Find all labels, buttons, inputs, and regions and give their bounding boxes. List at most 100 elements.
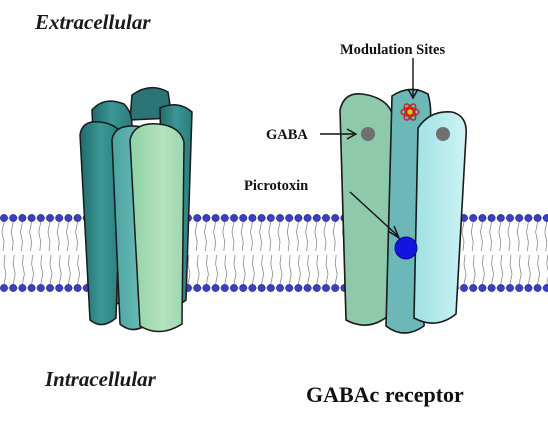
callout-arrows bbox=[320, 58, 419, 240]
lipid-head bbox=[27, 284, 36, 292]
lipid-head bbox=[331, 284, 340, 292]
lipid-head bbox=[478, 214, 487, 222]
lipid-head bbox=[230, 214, 238, 222]
left-subunit bbox=[339, 93, 395, 326]
lipid-head bbox=[9, 284, 18, 292]
lipid-tail bbox=[56, 221, 62, 285]
lipid-head bbox=[322, 214, 330, 222]
receptor-title: GABAc receptor bbox=[306, 382, 464, 407]
lipid-tail bbox=[516, 221, 522, 285]
lipid-head bbox=[506, 284, 514, 292]
lipid-head bbox=[469, 284, 478, 292]
lipid-tail bbox=[222, 221, 228, 285]
lipid-tail bbox=[213, 221, 219, 285]
lipid-head bbox=[257, 284, 266, 292]
lipid-head bbox=[276, 214, 284, 222]
lipid-head bbox=[303, 284, 312, 292]
lipid-head bbox=[276, 284, 284, 292]
lipid-head bbox=[496, 284, 505, 292]
right-subunit bbox=[413, 111, 468, 324]
picrotoxin-arrow bbox=[349, 191, 399, 237]
lipid-head bbox=[478, 284, 487, 292]
gaba-label: GABA bbox=[266, 127, 308, 143]
lipid-head bbox=[312, 214, 321, 222]
lipid-head bbox=[64, 284, 73, 292]
lipid-head bbox=[248, 214, 257, 222]
modulation-site-icon bbox=[400, 103, 420, 121]
lipid-bilayer bbox=[0, 214, 548, 292]
lipid-tails bbox=[1, 221, 548, 285]
lipid-head bbox=[73, 284, 82, 292]
lipid-head bbox=[36, 214, 45, 222]
lipid-head bbox=[487, 284, 496, 292]
lipid-tail bbox=[29, 221, 35, 285]
lipid-head bbox=[257, 214, 266, 222]
picrotoxin-arrowhead bbox=[387, 225, 401, 240]
lipid-tail bbox=[1, 221, 7, 285]
lipid-tail bbox=[314, 221, 320, 285]
closed-channel-receptor bbox=[79, 86, 193, 333]
lipid-head bbox=[9, 214, 18, 222]
lipid-head bbox=[193, 214, 202, 222]
lipid-head bbox=[36, 284, 45, 292]
lipid-head bbox=[220, 214, 229, 222]
lipid-tail bbox=[498, 221, 504, 285]
picrotoxin-blocker bbox=[394, 236, 418, 260]
lipid-head bbox=[533, 214, 542, 222]
lipid-head bbox=[285, 214, 294, 222]
lipid-tail bbox=[470, 221, 476, 285]
lipid-head bbox=[285, 284, 294, 292]
gaba-binding-site-right bbox=[436, 127, 450, 141]
lipid-tail bbox=[461, 221, 467, 285]
lipid-head bbox=[64, 214, 73, 222]
lipid-tail bbox=[240, 221, 246, 285]
lipid-tail bbox=[75, 221, 81, 285]
lipid-head bbox=[211, 214, 220, 222]
lipid-head bbox=[55, 214, 64, 222]
lipid-tail bbox=[305, 221, 311, 285]
lipid-head bbox=[0, 214, 8, 222]
lipid-tail bbox=[65, 221, 71, 285]
lipid-head bbox=[73, 214, 82, 222]
lipid-tail bbox=[10, 221, 16, 285]
lipid-head bbox=[18, 214, 27, 222]
lipid-head bbox=[331, 214, 340, 222]
extracellular-label: Extracellular bbox=[34, 10, 151, 34]
lipid-tail bbox=[194, 221, 200, 285]
modulation-arrowhead bbox=[407, 88, 419, 100]
lipid-head bbox=[230, 284, 238, 292]
lipid-head bbox=[202, 214, 211, 222]
lipid-head bbox=[469, 214, 478, 222]
lipid-head bbox=[248, 284, 257, 292]
lipid-head bbox=[202, 284, 211, 292]
modulation-sites-label: Modulation Sites bbox=[340, 42, 445, 58]
lipid-head bbox=[460, 284, 468, 292]
lipid-tail bbox=[323, 221, 329, 285]
lipid-head bbox=[266, 284, 275, 292]
lipid-tail bbox=[479, 221, 485, 285]
front-right-subunit bbox=[129, 123, 185, 333]
front-left-subunit bbox=[79, 121, 123, 326]
lipid-head bbox=[506, 214, 514, 222]
lipid-head bbox=[46, 284, 54, 292]
lipid-tail bbox=[295, 221, 301, 285]
lipid-tail bbox=[268, 221, 274, 285]
lipid-head bbox=[542, 214, 548, 222]
lipid-tail bbox=[277, 221, 283, 285]
lipid-tail bbox=[525, 221, 531, 285]
picrotoxin-label: Picrotoxin bbox=[244, 178, 308, 194]
lipid-tail bbox=[332, 221, 338, 285]
lipid-head bbox=[193, 284, 202, 292]
lipid-tail bbox=[259, 221, 265, 285]
lipid-head bbox=[542, 284, 548, 292]
lipid-tail bbox=[203, 221, 209, 285]
lipid-head bbox=[46, 214, 54, 222]
gaba-binding-site-left bbox=[361, 127, 375, 141]
lipid-head bbox=[496, 214, 505, 222]
lipid-tail bbox=[535, 221, 541, 285]
lipid-head bbox=[0, 284, 8, 292]
gaba-arrowhead bbox=[346, 128, 358, 140]
lipid-tail bbox=[47, 221, 53, 285]
lipid-tail bbox=[231, 221, 237, 285]
